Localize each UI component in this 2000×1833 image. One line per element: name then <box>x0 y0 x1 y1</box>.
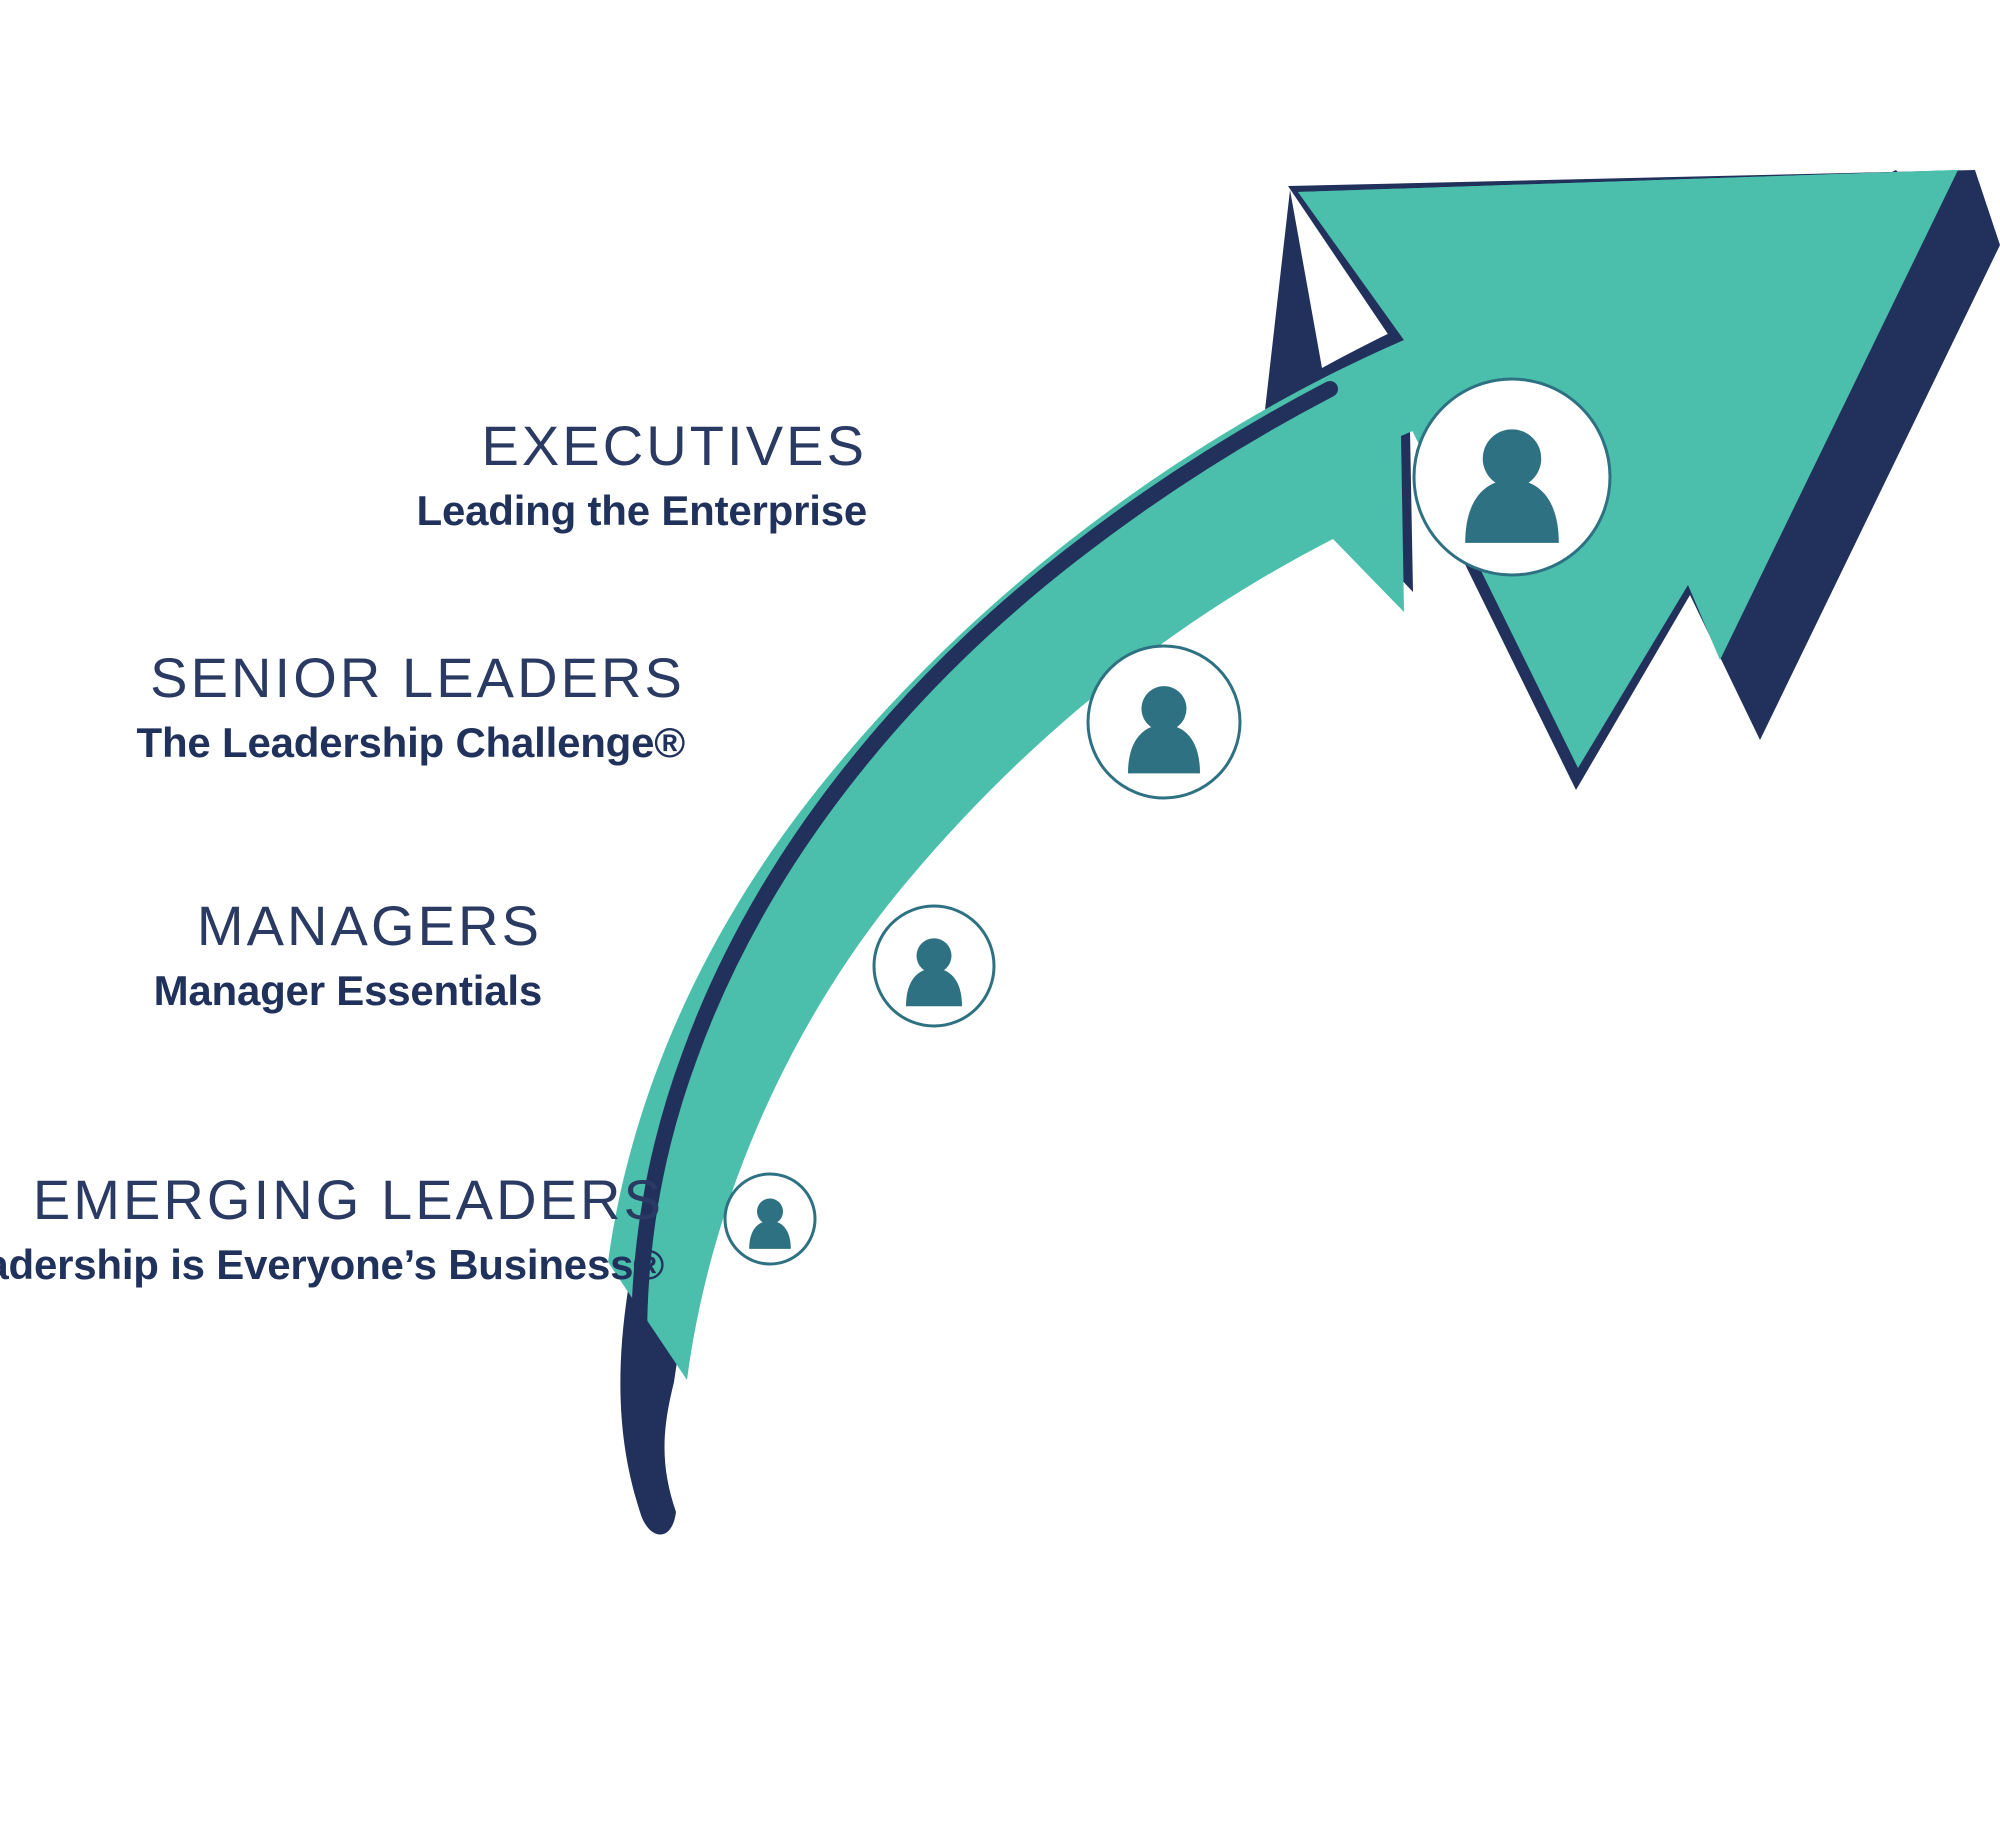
avatar-senior-leaders <box>1086 644 1242 800</box>
stage-label-executives: EXECUTIVES Leading the Enterprise <box>416 414 868 534</box>
stage-label-senior-leaders: SENIOR LEADERS The Leadership Challenge® <box>136 646 686 766</box>
audience-title-executives: EXECUTIVES <box>481 414 867 477</box>
audience-title-senior-leaders: SENIOR LEADERS <box>150 646 685 709</box>
program-title-emerging-leaders: Leadership is Everyone’s Business® <box>0 1241 664 1288</box>
program-title-senior-leaders: The Leadership Challenge® <box>136 719 686 766</box>
audience-title-managers: MANAGERS <box>196 894 542 957</box>
avatar-managers <box>872 904 996 1028</box>
stage-label-managers: MANAGERS Manager Essentials <box>153 894 543 1014</box>
program-title-managers: Manager Essentials <box>153 967 543 1014</box>
arrow-composite <box>631 381 1338 1516</box>
avatar-executives <box>1412 377 1612 577</box>
stage-label-emerging-leaders: EMERGING LEADERS Leadership is Everyone’… <box>0 1172 664 1286</box>
program-title-executives: Leading the Enterprise <box>416 487 868 534</box>
audience-title-emerging-leaders: EMERGING LEADERS <box>32 1168 664 1231</box>
avatar-emerging-leaders <box>723 1172 817 1266</box>
